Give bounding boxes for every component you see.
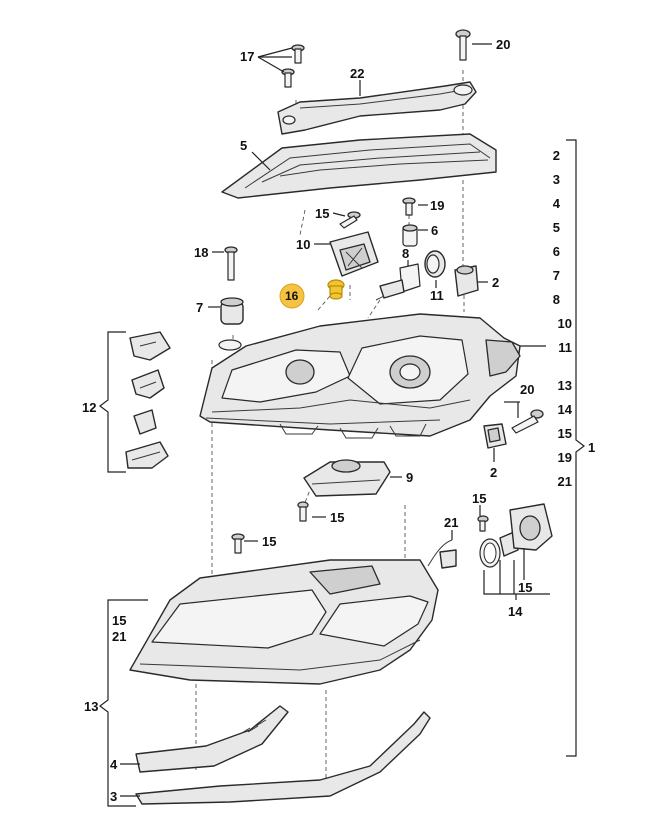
assembly-guide-lines [195,70,465,795]
screw-17-a [291,44,305,64]
screw-15-b [297,501,309,522]
screw-18 [224,246,238,281]
right-list-item: 4 [553,196,561,211]
label-13-left: 13 [84,699,98,714]
label-17: 17 [240,49,254,64]
screw-19-a [402,197,416,216]
label-19-a: 19 [430,198,444,213]
label-11: 11 [430,288,444,303]
part-2-clip-bottom [483,423,507,449]
label-4: 4 [110,757,118,772]
screw-20-mid [511,409,544,434]
label-15-a: 15 [315,206,329,221]
right-list-item: 7 [553,268,560,283]
label-15-d: 15 [472,491,486,506]
label-3: 3 [110,789,117,804]
right-list-item: 6 [553,244,560,259]
screw-17-b [281,68,295,88]
right-list-item: 3 [553,172,560,187]
part-6-bulb-holder [402,224,418,247]
label-22: 22 [350,66,364,81]
right-parts-list: 2 3 4 5 6 7 8 10 11 13 14 15 19 21 1 [553,148,595,489]
part-13-lens-frame [129,559,439,685]
right-list-item: 15 [558,426,572,441]
label-9: 9 [406,470,413,485]
part-2-clip-top [454,265,479,297]
right-list-item: 13 [558,378,572,393]
part-21-cable [427,539,457,569]
label-7: 7 [196,300,203,315]
right-list-item: 19 [558,450,572,465]
label-16: 16 [285,289,299,303]
part-10-control-unit [329,231,379,277]
right-list-item: 14 [558,402,573,417]
label-15-b: 15 [330,510,344,525]
part-5-cover-strip [221,133,497,199]
screw-20-top [455,29,471,61]
part-3-lower-strip [135,711,431,805]
label-15-e: 15 [518,580,532,595]
part-4-trim-strip [135,705,289,773]
part-9-control-box [303,459,391,497]
screw-15-a [339,211,361,229]
part-22-support-bracket [277,81,477,135]
label-8: 8 [402,246,409,261]
label-10: 10 [296,237,310,252]
label-5: 5 [240,138,247,153]
leader-lines [120,43,546,797]
label-12: 12 [82,400,96,415]
label-18: 18 [194,245,208,260]
right-list-item: 21 [558,474,572,489]
right-list-item: 11 [558,340,572,355]
group-brackets [99,139,585,807]
label-20-mid: 20 [520,382,534,397]
part-11-cap [424,250,446,278]
label-21-left: 21 [112,629,126,644]
callout-labels: 17 20 22 5 15 19 10 6 18 8 16 11 2 7 12 … [82,37,534,804]
label-2-a: 2 [492,275,499,290]
part-12-brackets [125,331,171,469]
label-20-top: 20 [496,37,510,52]
right-list-item: 2 [553,148,560,163]
label-2-b: 2 [490,465,497,480]
screw-15-c [231,533,245,554]
main-headlamp-housing [199,313,521,439]
right-list-item: 10 [558,316,572,331]
right-group-label: 1 [588,440,595,455]
label-6: 6 [431,223,438,238]
label-15-c: 15 [262,534,276,549]
label-15-left: 15 [112,613,126,628]
part-16-highlighted [327,279,345,300]
right-list-item: 5 [553,220,560,235]
part-8-bulb [375,263,421,301]
part-7-grommet [218,297,244,351]
right-list-item: 8 [553,292,560,307]
part-14-module-set [479,503,553,568]
highlight-circle-16 [279,283,305,309]
label-14: 14 [508,604,523,619]
label-21-a: 21 [444,515,458,530]
screw-15-d [477,515,489,532]
